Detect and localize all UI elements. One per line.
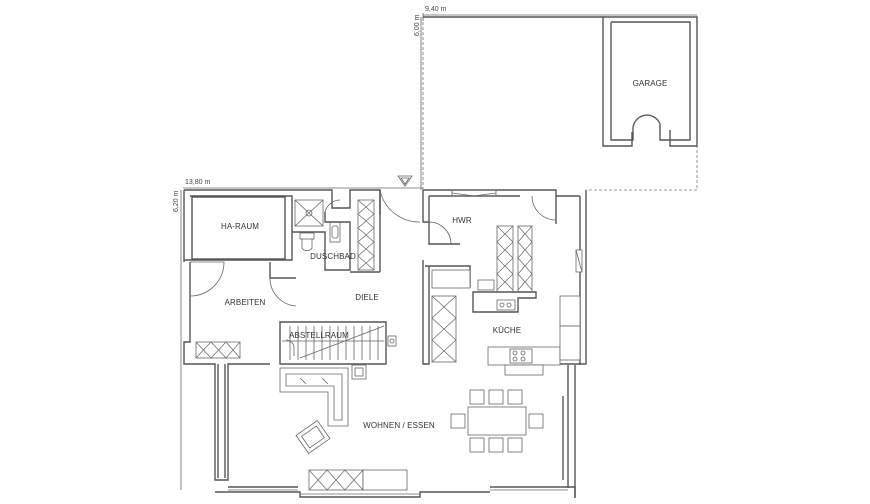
dim-garage-depth: 6,00 m — [414, 14, 421, 36]
room-hwr: HWR — [452, 216, 472, 225]
room-duschbad: DUSCHBAD — [310, 252, 356, 261]
room-abstellraum: ABSTELLRAUM — [289, 331, 349, 340]
garage-outline — [422, 16, 698, 191]
kitchen-furniture — [431, 249, 583, 376]
room-garage: GARAGE — [633, 79, 668, 88]
room-arbeiten: ARBEITEN — [225, 298, 266, 307]
dim-garage-width: 9,40 m — [425, 6, 447, 13]
exterior-walls — [183, 189, 587, 498]
room-wohnen-essen: WOHNEN / ESSEN — [363, 421, 435, 430]
garage-area: GARAGE — [422, 16, 698, 191]
dim-house-width: 13,80 m — [185, 179, 210, 186]
hwr-furniture — [431, 225, 533, 293]
dimension-labels: 9,40 m 6,00 m 13,80 m 6,20 m — [173, 6, 697, 490]
room-ha-raum: HA-RAUM — [221, 222, 259, 231]
room-diele: DIELE — [355, 293, 379, 302]
room-labels: HA-RAUM DUSCHBAD HWR ARBEITEN DIELE ABST… — [221, 216, 521, 430]
room-kueche: KÜCHE — [493, 326, 522, 335]
living-furniture — [228, 364, 568, 495]
arbeiten-abstell — [195, 321, 397, 365]
dim-house-depth: 6,20 m — [173, 190, 180, 212]
interior-walls — [189, 175, 557, 365]
